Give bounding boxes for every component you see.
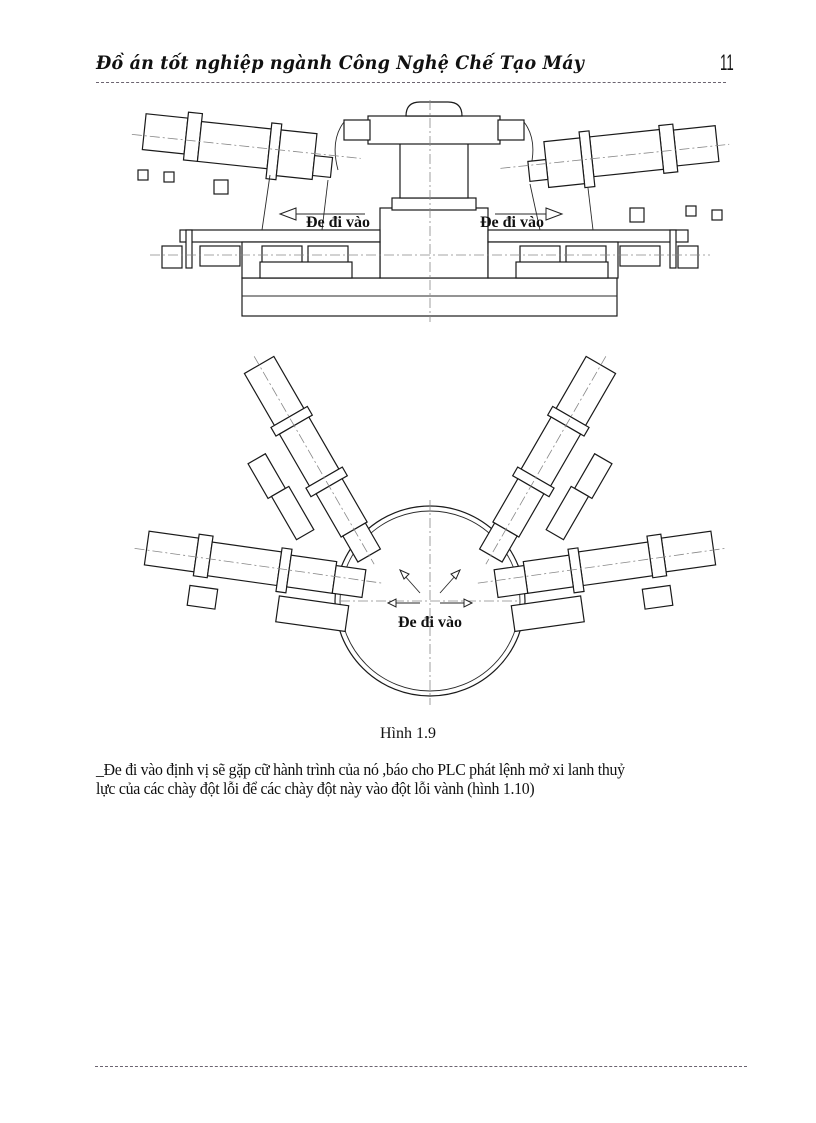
header-divider — [96, 82, 726, 83]
body-line-1: _Đe đi vào định vị sẽ gặp cữ hành trình … — [96, 760, 625, 779]
footer-divider — [95, 1066, 747, 1067]
page-number: 11 — [720, 50, 734, 75]
side-view-label-left: Đe đi vào — [306, 214, 370, 231]
side-view-label-right: Đe đi vào — [480, 214, 544, 231]
body-line-2: lực của các chày đột lỗi để các chày đột… — [96, 779, 535, 798]
figure-side-view: Đe đi vào Đe đi vào — [130, 100, 730, 325]
figure-caption: Hình 1.9 — [380, 725, 436, 742]
figure-plan-view: Đe đi vào — [130, 335, 730, 710]
plan-view-drawing: Đe đi vào — [134, 355, 726, 705]
plan-view-label: Đe đi vào — [398, 614, 462, 631]
document-header-title: Đồ án tốt nghiệp ngành Công Nghệ Chế Tạo… — [96, 52, 585, 74]
body-paragraph: _Đe đi vào định vị sẽ gặp cữ hành trình … — [96, 760, 725, 798]
side-view-drawing: Đe đi vào Đe đi vào — [131, 100, 730, 322]
